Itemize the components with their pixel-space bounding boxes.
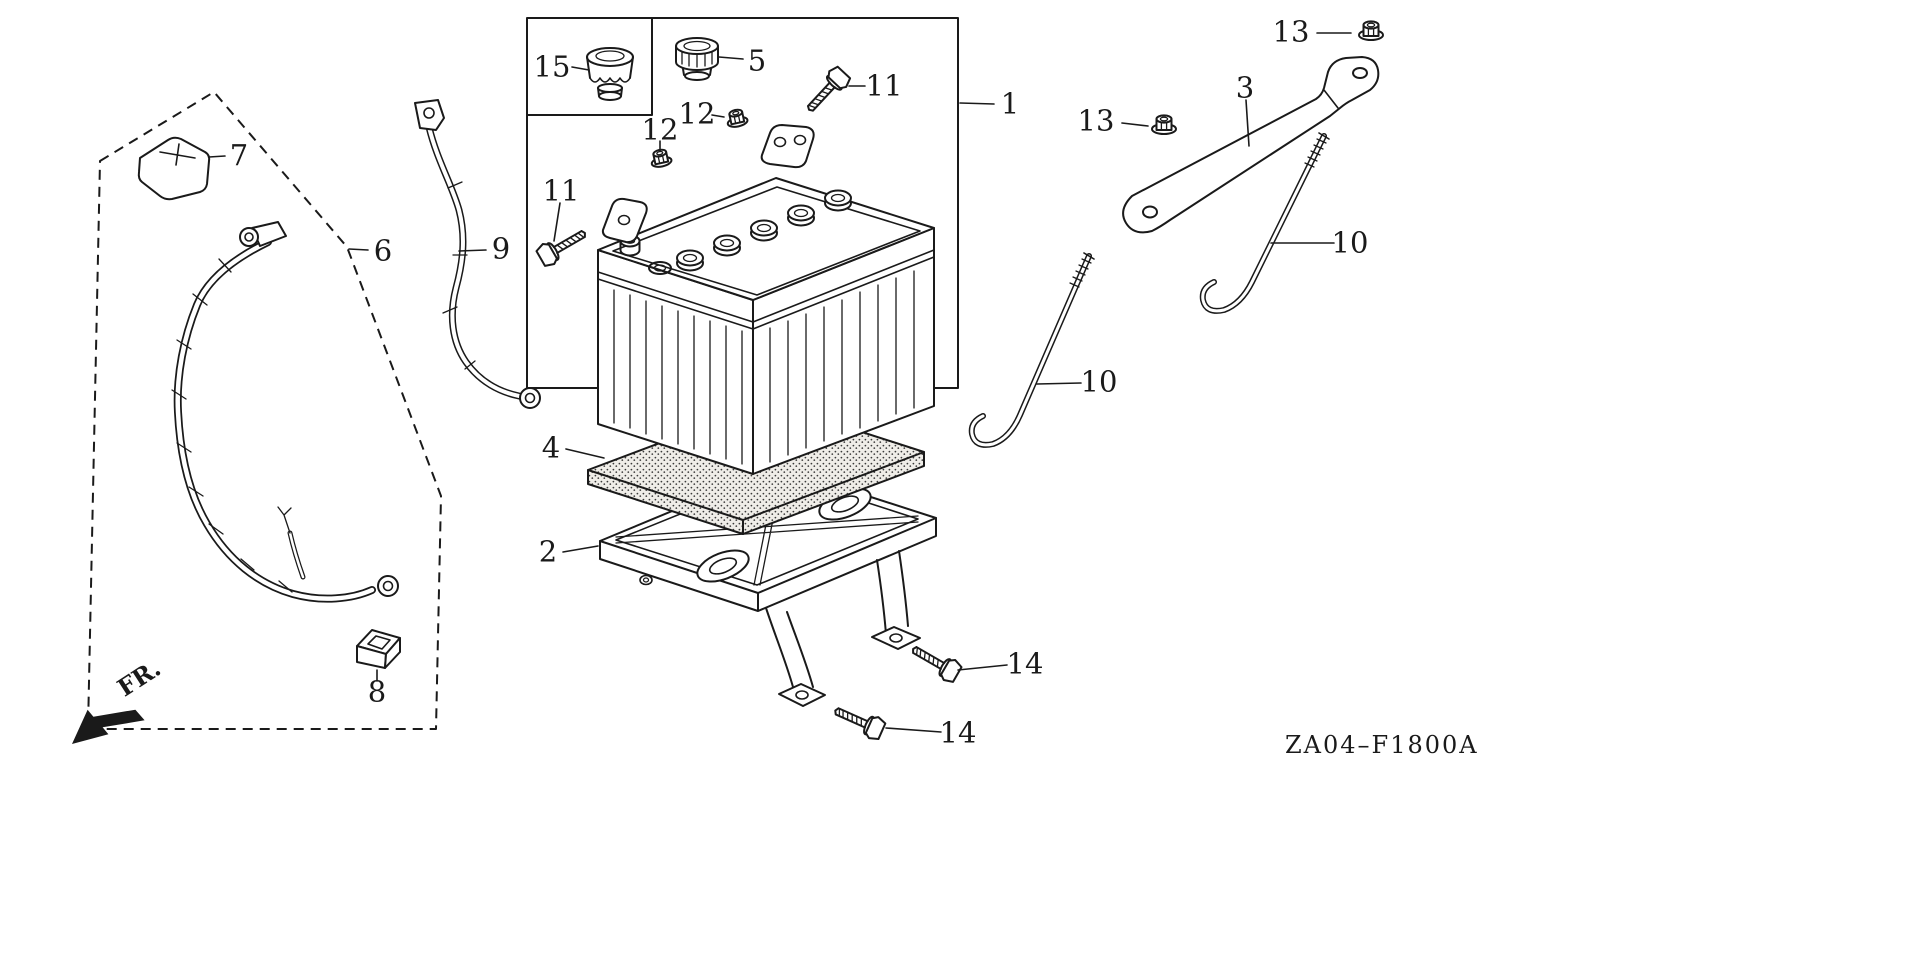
vent-cap-15-illustration (586, 47, 634, 101)
part-callout-11b: 11 (542, 173, 580, 208)
battery-illustration (597, 124, 935, 475)
nut-13-left-icon (1151, 114, 1177, 135)
part-callout-12a: 12 (678, 96, 716, 131)
battery-cell-caps (676, 189, 852, 272)
part-callout-6: 6 (373, 233, 393, 268)
battery-cable-illustration (171, 221, 399, 603)
part-callout-10b: 10 (1080, 364, 1118, 399)
part-callout-7: 7 (229, 138, 249, 173)
clamp-illustration (356, 629, 401, 669)
part-callout-15: 15 (533, 49, 571, 84)
part-callout-8: 8 (367, 674, 387, 709)
terminal-cover-illustration (137, 136, 211, 201)
hook-rod-left-illustration (968, 252, 1095, 448)
bolt-14-left-icon (829, 699, 888, 743)
part-callout-11a: 11 (865, 68, 903, 103)
terminal-bracket-right (760, 124, 815, 169)
part-callout-2: 2 (538, 534, 558, 569)
battery-set-box-outline (526, 17, 959, 389)
ground-cable-illustration (414, 99, 541, 409)
battery-tray-illustration (599, 466, 937, 707)
part-callout-14b: 14 (939, 715, 977, 750)
part-callout-5: 5 (747, 43, 767, 78)
cap-5-illustration (675, 37, 719, 81)
part-callout-14a: 14 (1006, 646, 1044, 681)
callout-lines (208, 32, 1352, 733)
cable-region-dashed-outline (87, 91, 442, 730)
part-callout-13a: 13 (1272, 14, 1310, 49)
part-callout-4: 4 (541, 430, 561, 465)
bolt-14-right-icon (906, 638, 965, 686)
part-callout-13b: 13 (1077, 103, 1115, 138)
terminal-bracket-left (601, 197, 648, 244)
bolt-11-upper-icon (799, 63, 854, 119)
nut-12-lower-icon (648, 146, 674, 170)
part-callout-3: 3 (1235, 70, 1255, 105)
hook-rod-right-illustration (1199, 132, 1330, 314)
holddown-bracket-illustration (1122, 56, 1380, 234)
bolt-11-lower-icon (533, 222, 592, 270)
part-callout-12b: 12 (641, 112, 679, 147)
diagram-code: ZA04–F1800A (1285, 731, 1479, 759)
part-callout-9: 9 (491, 231, 511, 266)
fr-arrow-icon (72, 709, 145, 744)
part-callout-10a: 10 (1331, 225, 1369, 260)
filler-ring (648, 261, 672, 275)
nut-13-right-icon (1358, 20, 1384, 41)
part-callout-1: 1 (1000, 86, 1020, 121)
nut-12-upper-icon (724, 106, 750, 130)
